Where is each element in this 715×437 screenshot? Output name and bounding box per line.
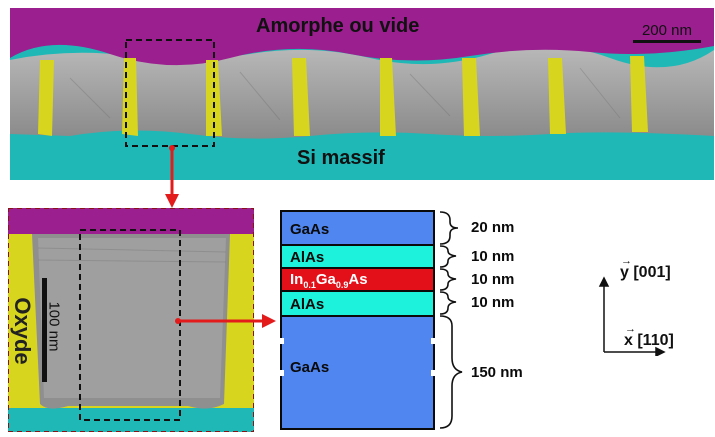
break-mark-4	[431, 370, 437, 376]
axis-x-label: →x [110]	[624, 323, 674, 350]
zoom-selection-box	[125, 39, 215, 147]
ingaas-as: As	[348, 271, 368, 288]
zoom-inner-box	[79, 229, 181, 421]
layer-gaas-bottom-label: GaAs	[290, 359, 330, 376]
thickness-braces	[439, 211, 463, 429]
thickness-label-5: 150 nm	[471, 364, 523, 381]
ingaas-in: In	[290, 271, 304, 288]
label-substrate: Si massif	[297, 147, 385, 169]
scale-bar-zoom-line	[42, 278, 47, 382]
thickness-label-3: 10 nm	[471, 271, 515, 288]
axis-y-arrow: →	[621, 255, 632, 267]
layer-gaas-top: GaAs	[280, 210, 435, 246]
axis-x-arrow: →	[625, 323, 636, 335]
layer-ingaas-label: In0.1Ga0.9As	[290, 271, 368, 290]
break-mark-3	[431, 338, 437, 344]
thickness-label-2: 10 nm	[471, 248, 515, 265]
axis-y-text: y [001]	[620, 264, 671, 281]
ingaas-ga: Ga	[315, 271, 336, 288]
axis-x-text: x [110]	[624, 332, 674, 349]
thickness-label-4: 10 nm	[471, 294, 515, 311]
break-mark-1	[278, 338, 284, 344]
label-oxide-text: Oxyde	[10, 297, 35, 365]
ingaas-ga-sub: 0.9	[335, 280, 349, 290]
scale-bar-zoom: 100 nm	[42, 278, 72, 384]
arrow-right	[175, 314, 276, 328]
scale-bar-zoom-label: 100 nm	[45, 301, 63, 352]
label-oxide: Oxyde	[8, 282, 38, 382]
tem-top-image	[10, 8, 714, 180]
scale-bar-top: 200 nm	[633, 22, 701, 43]
label-amorphous: Amorphe ou vide	[256, 15, 420, 37]
layer-stack: GaAs AlAs In0.1Ga0.9As AlAs GaAs	[278, 210, 437, 430]
layer-alas-2: AlAs	[280, 290, 435, 317]
layer-alas-1-label: AlAs	[290, 249, 325, 266]
thickness-label-1: 20 nm	[471, 219, 515, 236]
scale-bar-top-label: 200 nm	[641, 22, 693, 39]
layer-gaas-top-label: GaAs	[290, 221, 330, 238]
axis-y-label: →y [001]	[620, 255, 671, 282]
scale-bar-top-line	[633, 40, 701, 43]
layer-alas-1: AlAs	[280, 244, 435, 269]
layer-ingaas: In0.1Ga0.9As	[280, 267, 435, 292]
break-mark-2	[278, 370, 284, 376]
ingaas-in-sub: 0.1	[303, 280, 316, 290]
axes-icon	[598, 276, 666, 356]
layer-gaas-bottom: GaAs	[280, 315, 435, 430]
layer-alas-2-label: AlAs	[290, 296, 325, 313]
arrow-down	[165, 145, 179, 208]
